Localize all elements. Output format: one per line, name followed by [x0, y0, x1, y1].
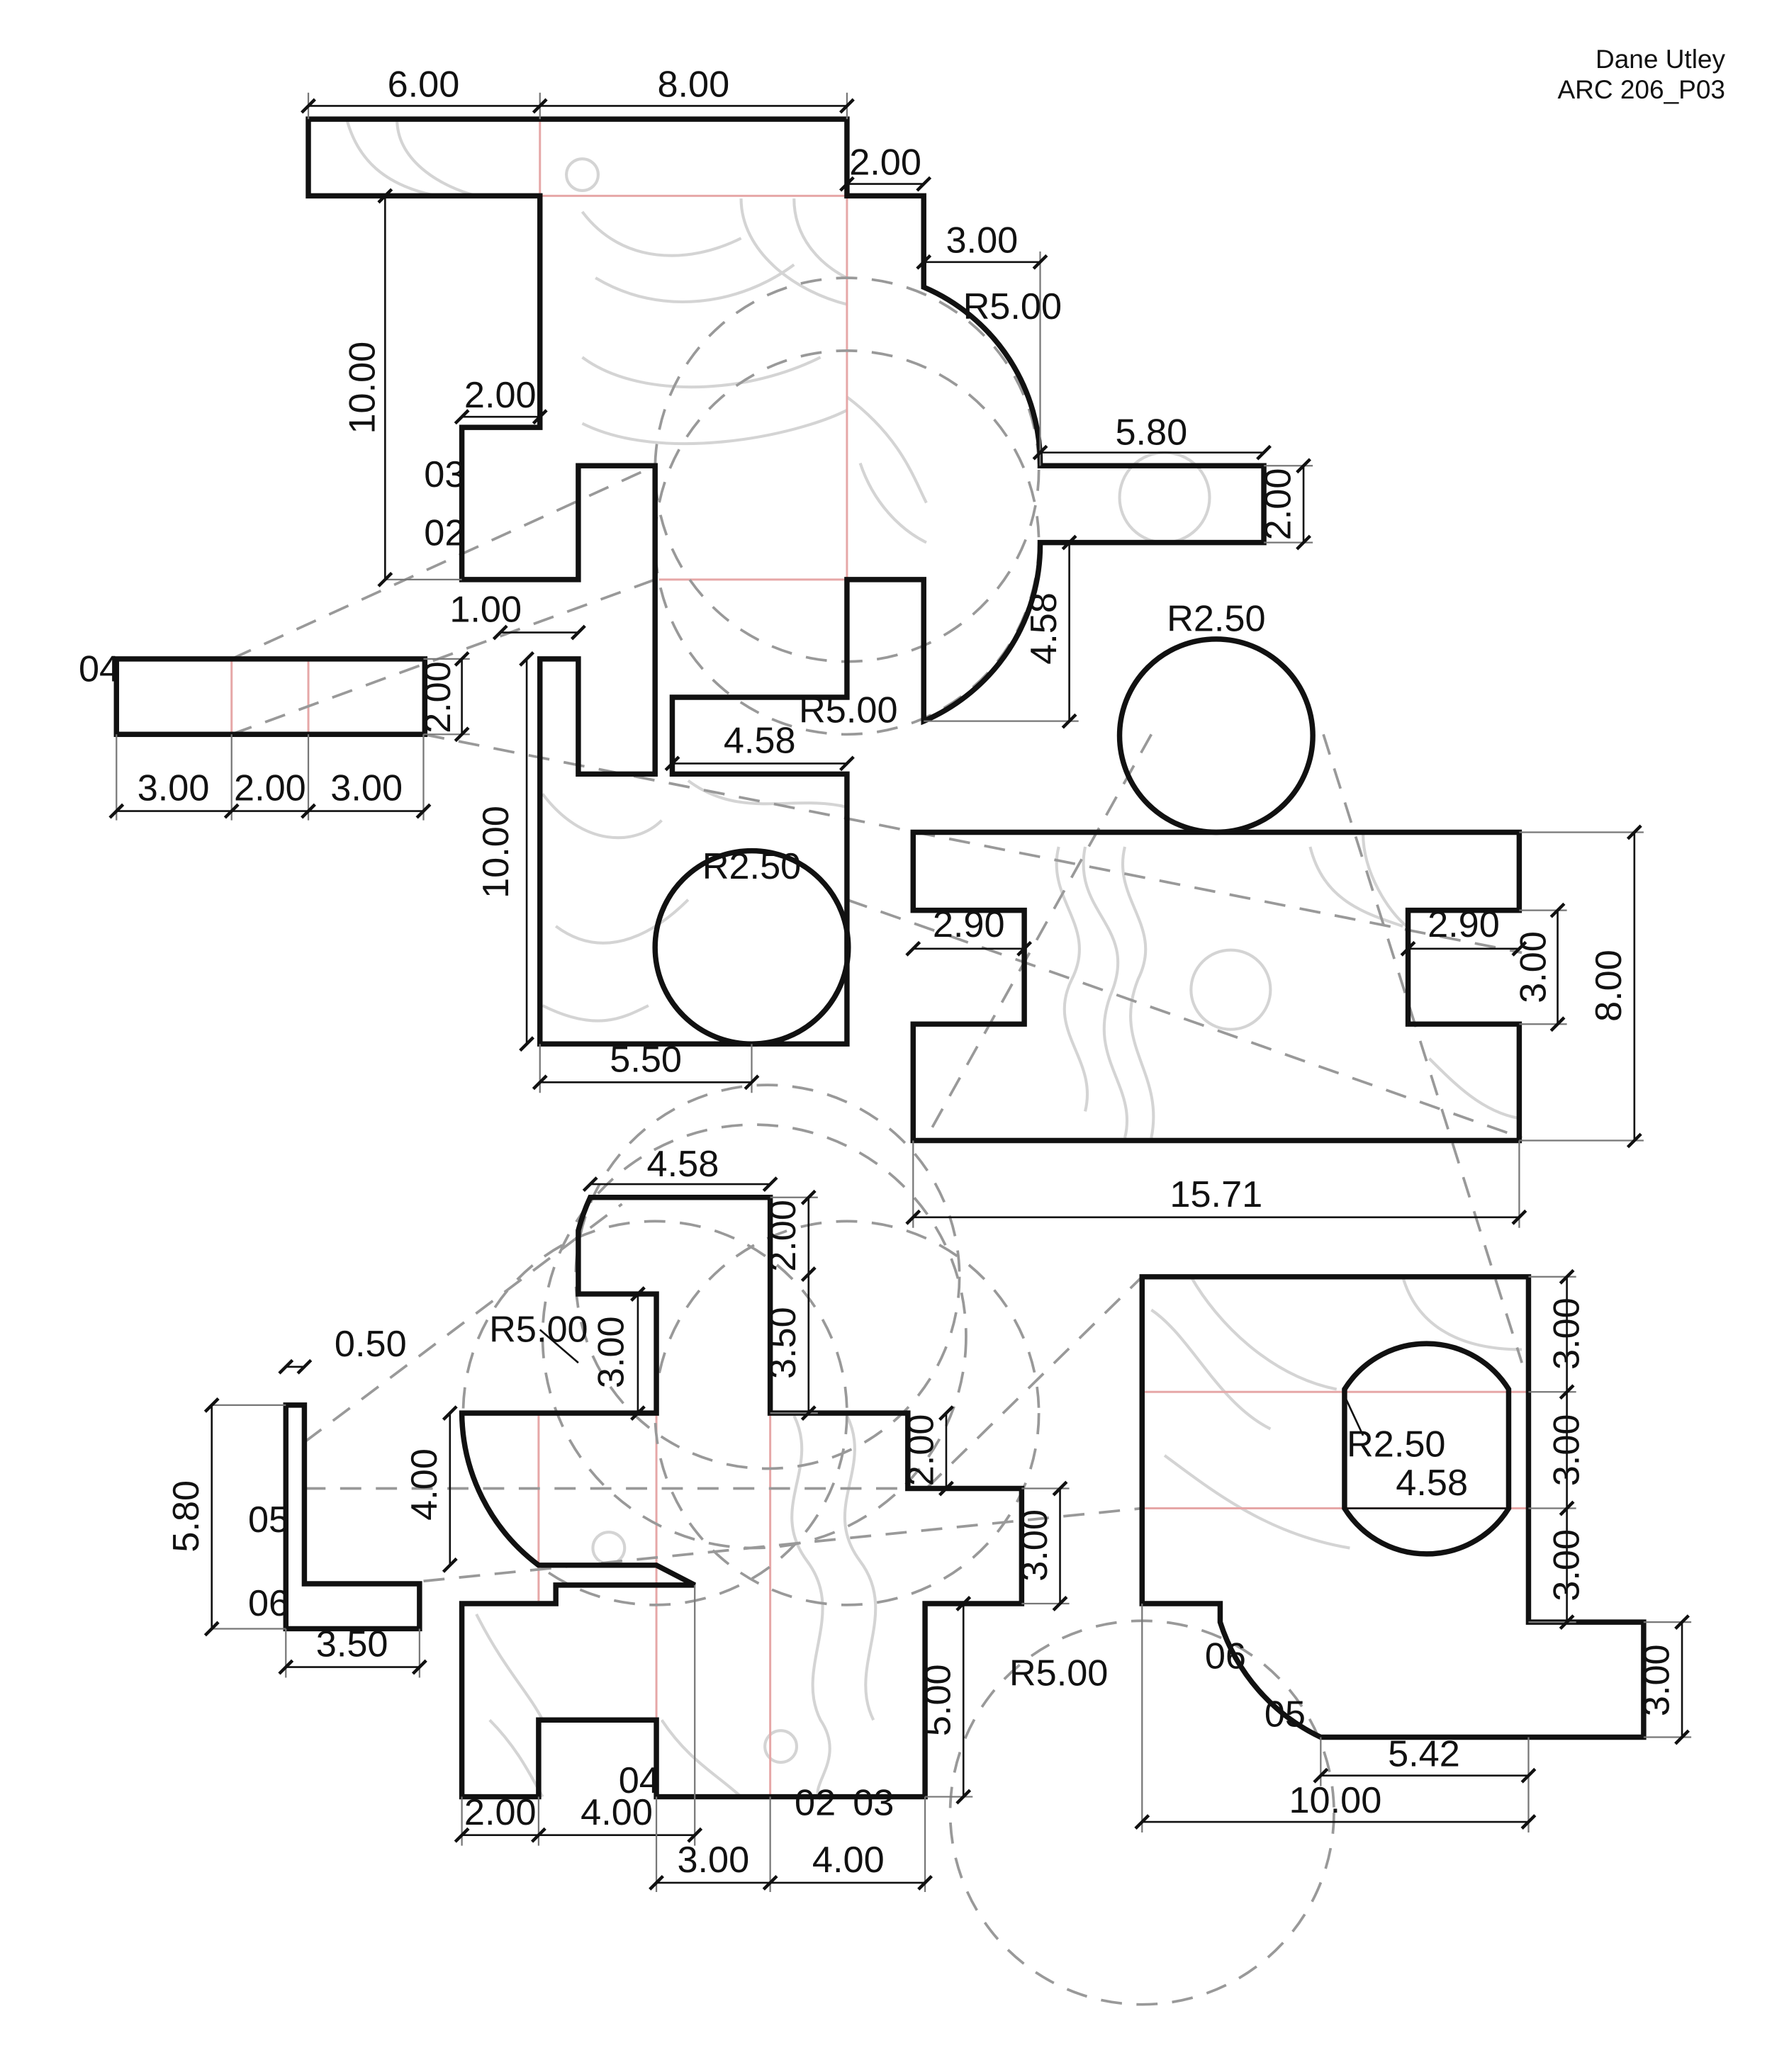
bottom-right-part — [1139, 1274, 1647, 1740]
dim-5-80: 5.80 — [1115, 412, 1187, 453]
radius-2-50-bottom-right: R2.50 — [1347, 1424, 1445, 1465]
background-linework — [230, 118, 1529, 1801]
dim-3-00-right-1: 3.00 — [1546, 1297, 1587, 1370]
point-05-a: 05 — [248, 1499, 289, 1541]
dim-8-00: 8.00 — [657, 64, 729, 105]
dim-1-00: 1.00 — [449, 590, 522, 631]
dim-2-00-bar: 2.00 — [417, 661, 459, 733]
dimension-lines — [116, 92, 1692, 1892]
dim-8-00-vert: 8.00 — [1588, 950, 1630, 1022]
project-code: ARC 206_P03 — [1557, 75, 1725, 104]
dim-4-00-b2: 4.00 — [812, 1840, 885, 1881]
dim-2-00-notch: 2.00 — [464, 375, 537, 416]
dim-10-00-left: 10.00 — [342, 342, 383, 434]
dim-5-42: 5.42 — [1388, 1734, 1460, 1775]
dim-10-00-bottom-right: 10.00 — [1289, 1780, 1381, 1821]
dim-4-58-bottom: 4.58 — [647, 1144, 719, 1185]
dim-2-90-right: 2.90 — [1428, 904, 1500, 945]
dim-3-00-slot: 3.00 — [1513, 931, 1554, 1003]
dim-3-00-right-2: 3.00 — [1546, 1414, 1587, 1487]
construction-dashes — [230, 276, 1523, 2006]
title-block: Dane Utley ARC 206_P03 — [1557, 44, 1725, 105]
bottom-left-part — [459, 1195, 1025, 1800]
point-04-b: 04 — [619, 1760, 660, 1801]
author-name: Dane Utley — [1595, 45, 1725, 74]
dim-3-00-bottom-right: 3.00 — [1636, 1644, 1677, 1716]
point-06-a: 06 — [248, 1583, 289, 1624]
dim-10-00-mid: 10.00 — [476, 806, 517, 899]
bar-04 — [113, 656, 428, 738]
radius-5-00-bottom-right: R5.00 — [1009, 1653, 1108, 1694]
point-03-b: 03 — [853, 1783, 894, 1824]
dim-3-00-bar-right: 3.00 — [330, 768, 403, 809]
top-right-circle — [1116, 636, 1316, 835]
dim-3-00-top: 3.00 — [946, 220, 1018, 261]
radius-5-00-mid: R5.00 — [799, 690, 897, 731]
point-05-b: 05 — [1264, 1694, 1306, 1735]
dim-6-00: 6.00 — [388, 64, 460, 105]
point-02-a: 02 — [424, 512, 465, 553]
radius-5-00-bottom: R5.00 — [489, 1309, 588, 1350]
dim-5-00-bottom: 5.00 — [918, 1664, 959, 1736]
dimension-ticks — [108, 98, 1690, 1891]
dim-2-00-b1: 2.00 — [464, 1792, 537, 1833]
radius-5-00-top: R5.00 — [963, 286, 1062, 327]
point-02-b: 02 — [795, 1783, 836, 1824]
radius-2-50-mid: R2.50 — [702, 846, 801, 887]
dim-2-00-arm: 2.00 — [1257, 468, 1299, 541]
dim-15-71: 15.71 — [1170, 1174, 1262, 1215]
dim-0-50: 0.50 — [335, 1324, 407, 1365]
dim-2-00-top: 2.00 — [849, 142, 921, 184]
dim-5-80-bottom: 5.80 — [166, 1480, 207, 1553]
top-left-part — [305, 116, 1267, 1047]
dim-3-50-left: 3.50 — [316, 1624, 388, 1665]
dim-4-58-vert: 4.58 — [1024, 592, 1065, 665]
point-03-a: 03 — [424, 454, 465, 495]
dim-3-00-b2: 3.00 — [677, 1840, 749, 1881]
dim-2-00-bottom: 2.00 — [763, 1200, 804, 1272]
dim-3-00-bar-left: 3.00 — [138, 768, 210, 809]
dim-3-00-right-3: 3.00 — [1546, 1529, 1587, 1601]
dim-2-00-step: 2.00 — [900, 1414, 941, 1487]
right-slotted-part — [910, 829, 1523, 1144]
dim-4-00-arc: 4.00 — [404, 1448, 445, 1521]
dim-4-58-mid: 4.58 — [724, 720, 796, 761]
dim-2-00-bar-mid: 2.00 — [234, 768, 306, 809]
l-part-05-06 — [283, 1402, 422, 1632]
point-06-b: 06 — [1205, 1635, 1246, 1677]
radius-2-50-top: R2.50 — [1167, 599, 1265, 640]
dim-5-50: 5.50 — [610, 1039, 682, 1080]
dimension-labels: 6.00 8.00 2.00 3.00 R5.00 10.00 2.00 03 … — [79, 64, 1677, 1881]
dim-4-58-bottom-right: 4.58 — [1396, 1463, 1468, 1504]
dim-4-00-b1: 4.00 — [581, 1792, 653, 1833]
part-outlines — [113, 116, 1647, 1800]
dim-3-00-bottom: 3.00 — [590, 1316, 632, 1388]
dim-3-50-bottom: 3.50 — [763, 1307, 804, 1379]
dim-2-90-left: 2.90 — [933, 904, 1005, 945]
point-04-a: 04 — [79, 649, 120, 690]
dim-3-00-step: 3.00 — [1014, 1509, 1055, 1582]
